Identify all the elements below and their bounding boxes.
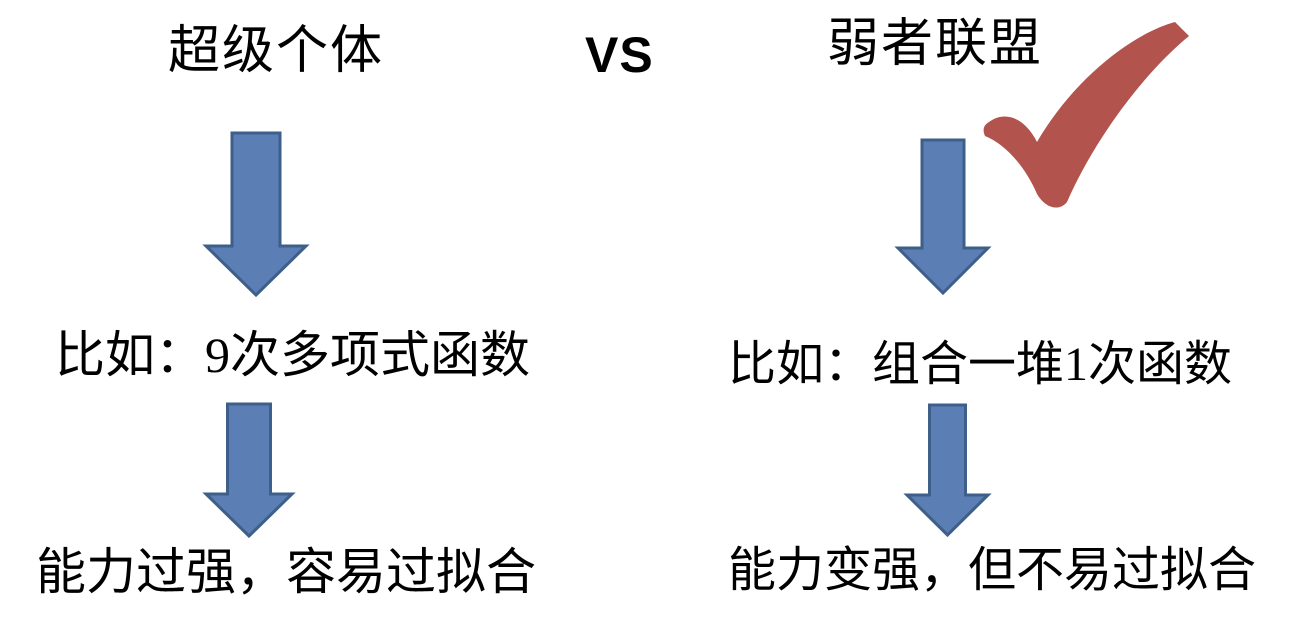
- right-column-title: 弱者联盟: [827, 16, 1044, 73]
- left-conclusion-text: 能力过强，容易过拟合: [36, 544, 536, 600]
- down-arrow-icon: [202, 402, 296, 539]
- left-example-text: 比如：9次多项式函数: [55, 327, 530, 383]
- down-arrow-icon: [894, 138, 992, 296]
- left-column-title: 超级个体: [168, 23, 385, 80]
- checkmark-icon: [983, 22, 1195, 212]
- down-arrow-icon: [903, 403, 992, 538]
- right-conclusion-text: 能力变强，但不易过拟合: [728, 544, 1257, 597]
- right-example-text: 比如：组合一堆1次函数: [728, 338, 1233, 391]
- down-arrow-icon: [202, 131, 310, 298]
- vs-label: VS: [585, 27, 654, 83]
